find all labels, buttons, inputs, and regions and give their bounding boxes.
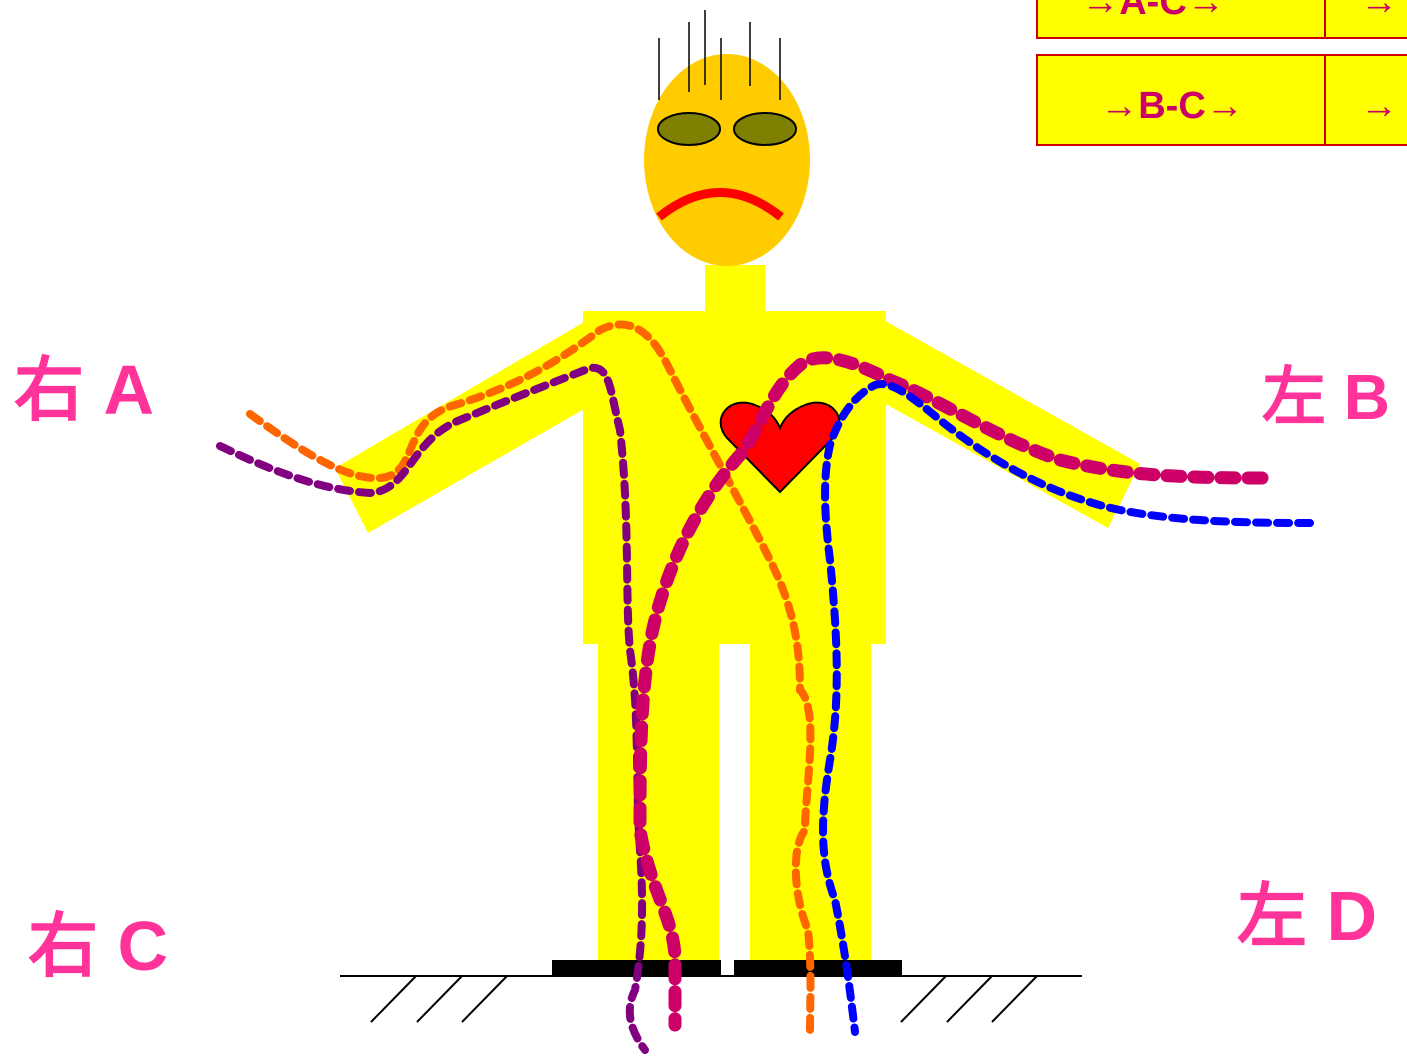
ground-hatch: [947, 976, 992, 1022]
left-eye: [734, 113, 796, 145]
right-leg: [598, 640, 719, 962]
label-left-b: 左 B: [1262, 346, 1390, 438]
left-foot: [734, 960, 902, 977]
left-arm: [875, 318, 1140, 528]
table-row-1-partial-text: →: [1360, 0, 1398, 23]
ground-hatch: [371, 976, 416, 1022]
head: [644, 54, 810, 266]
table-row-2-path-text: →B-C→: [1100, 85, 1244, 127]
left-leg: [750, 640, 871, 962]
ground-hatch: [992, 976, 1037, 1022]
table-row-1-path-text: →A-C→: [1081, 0, 1225, 23]
ground-hatch: [901, 976, 946, 1022]
path-table: →A-C→ → →B-C→ →: [1037, 0, 1407, 145]
ground-hatch: [462, 976, 507, 1022]
label-left-d: 左 D: [1237, 860, 1377, 961]
right-arm: [335, 315, 600, 533]
label-right-c: 右 C: [28, 890, 168, 991]
ground: [340, 976, 1082, 1022]
path-magenta: [640, 358, 1262, 1025]
ground-hatch: [417, 976, 462, 1022]
neck: [705, 265, 765, 313]
table-row-2-partial-text: →: [1360, 85, 1398, 127]
right-eye: [658, 113, 720, 145]
label-right-a: 右 A: [14, 334, 154, 435]
